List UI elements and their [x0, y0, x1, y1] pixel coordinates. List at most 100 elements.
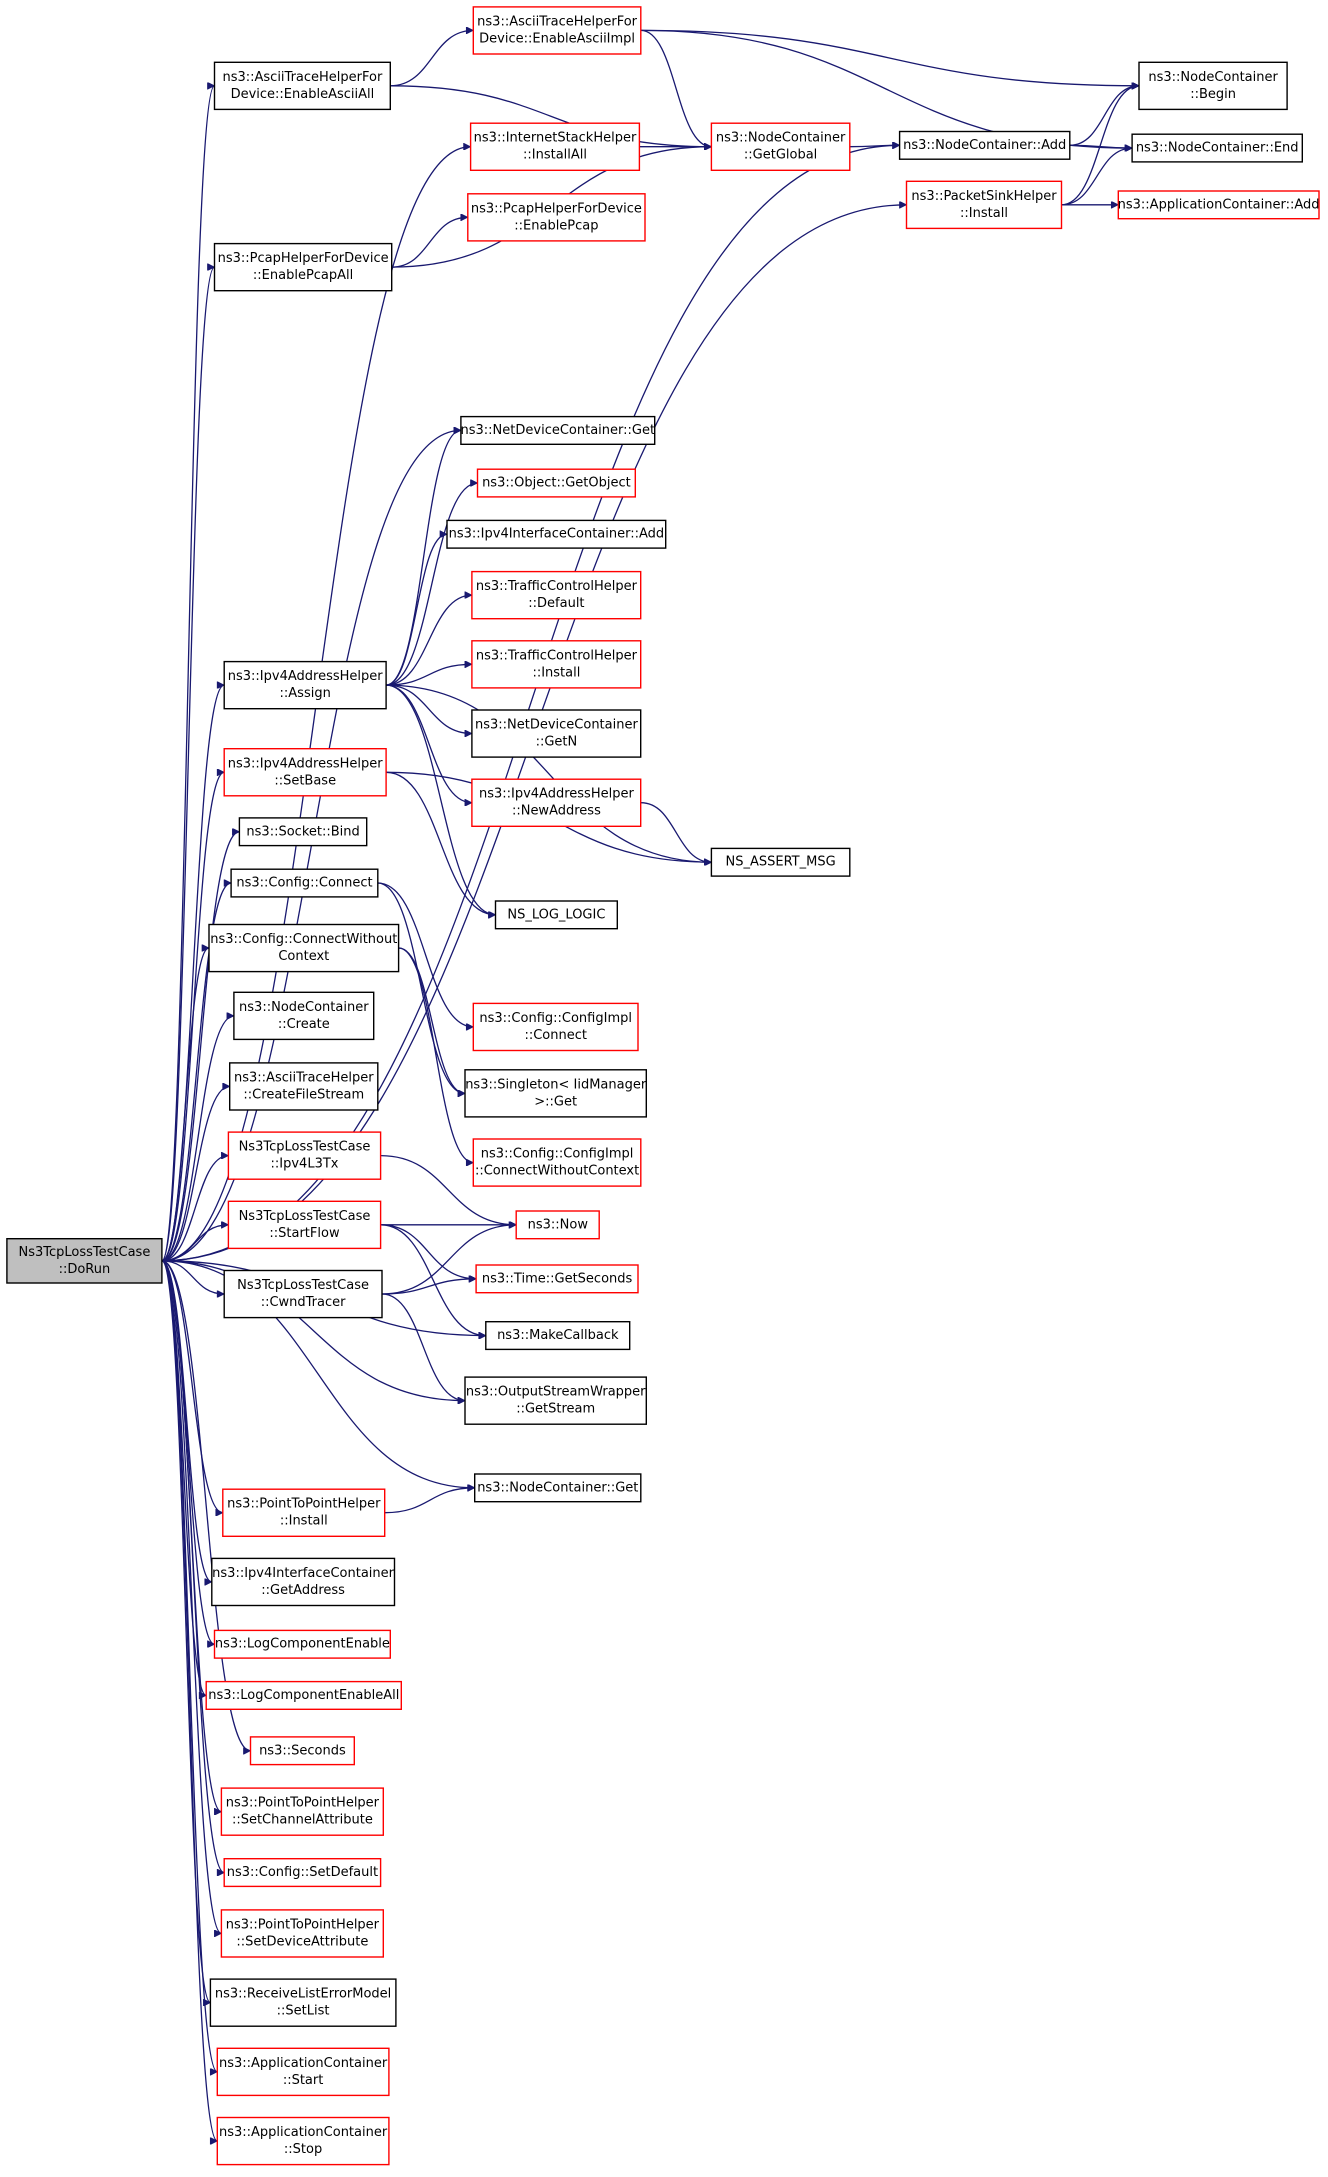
node-nc-get[interactable]: ns3::NodeContainer::Get [474, 1473, 642, 1503]
node-ns-log-logic[interactable]: NS_LOG_LOGIC [494, 900, 619, 930]
call-edge-start-flow-to-get-seconds [380, 1224, 477, 1279]
node-create-file-stream[interactable]: ns3::AsciiTraceHelper::CreateFileStream [228, 1062, 379, 1111]
node-label: ns3::Ipv4AddressHelper [479, 787, 635, 802]
node-box [230, 868, 379, 898]
node-label: ns3::NetDeviceContainer [475, 718, 639, 733]
node-box [220, 1909, 384, 1958]
node-get-object[interactable]: ns3::Object::GetObject [476, 468, 637, 498]
node-set-list[interactable]: ns3::ReceiveListErrorModel::SetList [209, 1978, 397, 2027]
node-connect-without-context[interactable]: ns3::Config::ConnectWithoutContext [208, 923, 400, 973]
node-set-device-attribute[interactable]: ns3::PointToPointHelper::SetDeviceAttrib… [220, 1909, 384, 1958]
node-ipv4-ic-get-address[interactable]: ns3::Ipv4InterfaceContainer::GetAddress [211, 1557, 396, 1607]
call-edge-dorun-to-ipv4-l3-tx [161, 1156, 229, 1262]
node-dorun[interactable]: Ns3TcpLossTestCase::DoRun [6, 1237, 163, 1284]
node-box [515, 1210, 600, 1240]
node-box [227, 1200, 382, 1250]
node-label: Context [278, 949, 329, 964]
node-label: ::Assign [280, 686, 331, 701]
call-edge-dorun-to-log-component-enable [161, 1260, 215, 1644]
node-box [471, 709, 642, 758]
node-label: ::GetN [536, 735, 578, 750]
call-edge-cwnd-tracer-to-get-seconds [381, 1279, 476, 1295]
node-ipv4-ic-add[interactable]: ns3::Ipv4InterfaceContainer::Add [446, 519, 667, 549]
node-socket-bind[interactable]: ns3::Socket::Bind [238, 817, 368, 847]
node-label: NS_LOG_LOGIC [507, 907, 605, 922]
node-get-global[interactable]: ns3::NodeContainer::GetGlobal [710, 122, 851, 171]
node-get-stream[interactable]: ns3::OutputStreamWrapper::GetStream [464, 1376, 648, 1425]
node-label: ::EnablePcap [514, 218, 598, 233]
call-edge-enable-pcap-all-to-enable-pcap [391, 217, 468, 268]
node-label: ::Install [532, 665, 580, 680]
call-edge-ipv4-assign-to-ndc-get-n [386, 684, 472, 733]
node-enable-ascii-impl[interactable]: ns3::AsciiTraceHelperForDevice::EnableAs… [472, 6, 642, 55]
node-app-start[interactable]: ns3::ApplicationContainer::Start [216, 2047, 390, 2097]
node-new-address[interactable]: ns3::Ipv4AddressHelper::NewAddress [471, 778, 642, 828]
node-box [208, 923, 400, 973]
node-nc-begin[interactable]: ns3::NodeContainer::Begin [1138, 61, 1288, 111]
node-box [223, 1269, 383, 1319]
node-label: ::Install [280, 1514, 328, 1529]
node-ipv4-l3-tx[interactable]: Ns3TcpLossTestCase::Ipv4L3Tx [227, 1131, 382, 1180]
node-label: ns3::NodeContainer::End [1136, 141, 1299, 156]
node-app-stop[interactable]: ns3::ApplicationContainer::Stop [216, 2116, 390, 2166]
node-ndc-get-n[interactable]: ns3::NetDeviceContainer::GetN [471, 709, 642, 758]
node-tc-default[interactable]: ns3::TrafficControlHelper::Default [471, 570, 642, 620]
node-tc-install[interactable]: ns3::TrafficControlHelper::Install [471, 640, 642, 689]
node-make-callback[interactable]: ns3::MakeCallback [485, 1320, 631, 1351]
node-label: Ns3TcpLossTestCase [18, 1245, 150, 1260]
call-edge-enable-ascii-impl-to-get-global [640, 29, 712, 146]
node-enable-ascii-all[interactable]: ns3::AsciiTraceHelperForDevice::EnableAs… [213, 61, 392, 111]
node-config-connect[interactable]: ns3::Config::Connect [230, 868, 379, 898]
node-install-all[interactable]: ns3::InternetStackHelper::InstallAll [469, 122, 641, 171]
node-nc-add[interactable]: ns3::NodeContainer::Add [898, 130, 1071, 160]
call-edge-dorun-to-app-start [161, 1260, 217, 2072]
call-edge-cwnd-tracer-to-get-stream [381, 1293, 465, 1401]
node-label: ns3::ApplicationContainer::Add [1118, 197, 1320, 212]
node-label: ns3::OutputStreamWrapper [466, 1385, 646, 1400]
call-edge-ipv4-assign-to-ns-log-logic [386, 684, 495, 915]
node-label: Ns3TcpLossTestCase [239, 1140, 371, 1155]
node-set-base[interactable]: ns3::Ipv4AddressHelper::SetBase [223, 748, 387, 797]
node-box [472, 1002, 639, 1052]
node-label: ns3::Singleton< IidManager [465, 1077, 647, 1092]
node-log-component-enable[interactable]: ns3::LogComponentEnable [213, 1629, 392, 1659]
node-config-impl-cwc[interactable]: ns3::Config::ConfigImpl::ConnectWithoutC… [472, 1138, 642, 1187]
node-log-component-enable-all[interactable]: ns3::LogComponentEnableAll [205, 1680, 403, 1710]
call-edge-ipv4-assign-to-tc-default [386, 595, 472, 686]
node-singleton-get[interactable]: ns3::Singleton< IidManager>::Get [464, 1069, 648, 1118]
node-box [6, 1237, 163, 1284]
call-edge-connect-without-context-to-config-impl-cwc [398, 947, 474, 1163]
node-set-channel-attribute[interactable]: ns3::PointToPointHelper::SetChannelAttri… [220, 1787, 384, 1836]
node-ns-assert-msg[interactable]: NS_ASSERT_MSG [710, 847, 851, 877]
node-label: ns3::Now [528, 1217, 589, 1232]
node-box [471, 640, 642, 689]
node-enable-pcap[interactable]: ns3::PcapHelperForDevice::EnablePcap [467, 193, 646, 242]
node-ipv4-assign[interactable]: ns3::Ipv4AddressHelper::Assign [223, 660, 387, 710]
call-edge-new-address-to-ns-assert-msg [640, 802, 712, 863]
call-edge-cwnd-tracer-to-now [381, 1225, 516, 1295]
node-box [213, 61, 392, 111]
node-app-cont-add[interactable]: ns3::ApplicationContainer::Add [1117, 190, 1320, 220]
node-seconds[interactable]: ns3::Seconds [249, 1736, 356, 1766]
node-packet-sink-install[interactable]: ns3::PacketSinkHelper::Install [905, 180, 1063, 230]
node-label: ns3::InternetStackHelper [474, 131, 637, 146]
node-start-flow[interactable]: Ns3TcpLossTestCase::StartFlow [227, 1200, 382, 1250]
node-p2p-install[interactable]: ns3::PointToPointHelper::Install [222, 1488, 386, 1537]
node-config-set-default[interactable]: ns3::Config::SetDefault [223, 1857, 382, 1888]
node-box [209, 1978, 397, 2027]
call-edge-connect-without-context-to-singleton-get [398, 947, 465, 1093]
node-enable-pcap-all[interactable]: ns3::PcapHelperForDevice::EnablePcapAll [213, 242, 393, 292]
node-cwnd-tracer[interactable]: Ns3TcpLossTestCase::CwndTracer [223, 1269, 383, 1319]
node-label: ::NewAddress [512, 804, 601, 819]
node-box [474, 1473, 642, 1503]
node-label: ns3::LogComponentEnable [215, 1637, 390, 1652]
node-label: ns3::Time::GetSeconds [482, 1271, 633, 1286]
node-get-seconds[interactable]: ns3::Time::GetSeconds [475, 1264, 639, 1294]
node-ndc-get[interactable]: ns3::NetDeviceContainer::Get [460, 415, 656, 446]
node-nc-end[interactable]: ns3::NodeContainer::End [1131, 133, 1303, 163]
node-nc-create[interactable]: ns3::NodeContainer::Create [233, 991, 375, 1041]
node-box [469, 122, 641, 171]
node-now[interactable]: ns3::Now [515, 1210, 600, 1240]
node-box [223, 1857, 382, 1888]
node-config-impl-connect[interactable]: ns3::Config::ConfigImpl::Connect [472, 1002, 639, 1052]
